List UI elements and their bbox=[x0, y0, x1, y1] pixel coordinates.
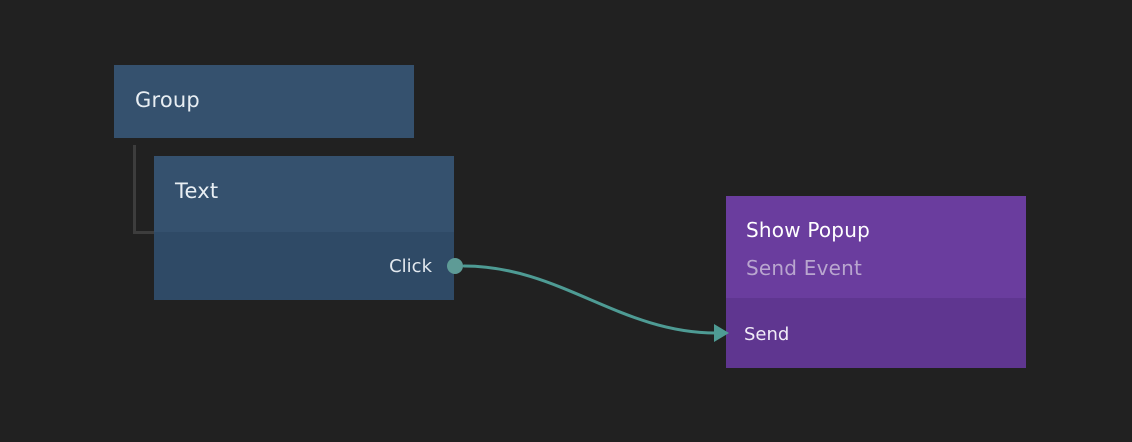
node-show-popup-body[interactable]: Send bbox=[726, 298, 1026, 368]
node-text-body[interactable]: Click bbox=[154, 232, 454, 300]
node-text-output-port-label-click[interactable]: Click bbox=[389, 256, 432, 277]
node-text-header[interactable]: Text bbox=[154, 156, 454, 232]
tree-bracket bbox=[130, 145, 160, 237]
node-show-popup-input-port-label-send[interactable]: Send bbox=[744, 324, 790, 345]
node-text[interactable]: Text Click bbox=[154, 156, 454, 300]
connection-click-to-send[interactable] bbox=[462, 264, 729, 342]
node-show-popup-header[interactable]: Show Popup Send Event bbox=[726, 196, 1026, 298]
node-group[interactable]: Group bbox=[114, 65, 414, 138]
output-port-dot-click[interactable] bbox=[447, 258, 463, 274]
node-show-popup[interactable]: Show Popup Send Event Send bbox=[726, 196, 1026, 368]
node-group-title: Group bbox=[135, 88, 200, 112]
node-show-popup-title: Show Popup bbox=[746, 218, 870, 242]
node-text-title: Text bbox=[175, 179, 219, 203]
node-show-popup-subtitle: Send Event bbox=[746, 256, 863, 280]
connection-curve[interactable] bbox=[462, 264, 718, 335]
node-group-header[interactable]: Group bbox=[114, 65, 414, 138]
